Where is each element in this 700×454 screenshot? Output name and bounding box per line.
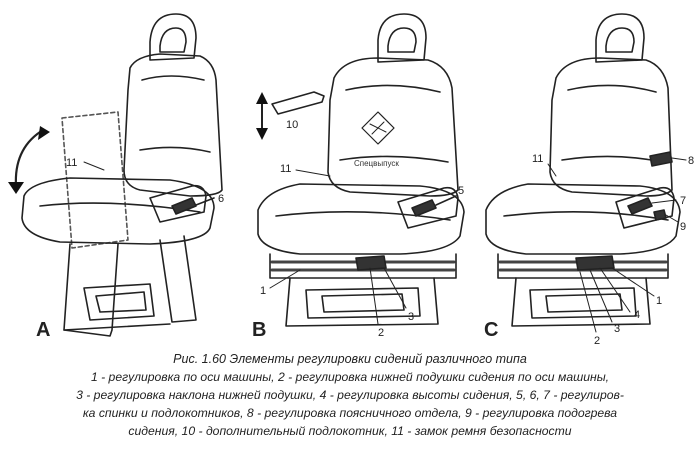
seat-a-recline-arrow xyxy=(14,130,42,188)
seat-c-headrest xyxy=(595,13,645,63)
seat-b-cushion xyxy=(257,183,465,255)
caption-line-3: ка спинки и подлокотников, 8 - регулиров… xyxy=(82,406,618,420)
seat-c-lever-7 xyxy=(627,197,653,215)
seat-c-heat-switch-9 xyxy=(653,209,667,221)
callout-b-2: 2 xyxy=(378,327,384,339)
seat-c xyxy=(485,13,687,333)
callout-c-3: 3 xyxy=(614,323,620,335)
callout-a-6: 6 xyxy=(218,193,224,205)
caption-line-1: 1 - регулировка по оси машины, 2 - регул… xyxy=(90,370,610,384)
callout-a-11: 11 xyxy=(66,157,77,169)
caption-line-4: сидения, 10 - дополнительный подлокотник… xyxy=(128,424,572,438)
callout-c-4: 4 xyxy=(634,309,640,321)
callout-b-10: 10 xyxy=(286,119,298,131)
panel-letter-b: B xyxy=(252,319,266,341)
callout-c-2: 2 xyxy=(594,335,600,347)
panel-letter-c: C xyxy=(484,319,498,341)
callout-c-7: 7 xyxy=(680,195,686,207)
seat-b-base xyxy=(285,277,439,327)
seat-b-badge-diamond xyxy=(361,111,395,145)
panel-letter-a: A xyxy=(36,319,50,341)
seat-c-armrest xyxy=(615,186,675,229)
seat-c-lumbar-knob-8 xyxy=(649,151,673,167)
seat-a xyxy=(8,13,223,337)
seat-c-handle xyxy=(575,255,615,271)
callout-c-9: 9 xyxy=(680,221,686,233)
seat-diagram: A B C 11 6 10 11 5 1 2 3 Спецвыпуск 11 8… xyxy=(8,13,694,347)
callout-c-11: 11 xyxy=(532,153,543,165)
callout-b-11: 11 xyxy=(280,163,291,175)
caption-line-2: 3 - регулировка наклона нижней подушки, … xyxy=(76,388,624,402)
callout-b-3: 3 xyxy=(408,311,414,323)
seat-b-headrest xyxy=(377,13,427,63)
seat-b xyxy=(256,13,465,327)
seat-b-badge-text: Спецвыпуск xyxy=(354,159,399,168)
seat-b-armrest xyxy=(397,186,459,229)
callout-c-1: 1 xyxy=(656,295,662,307)
callout-b-5: 5 xyxy=(458,185,464,197)
seat-c-backrest xyxy=(549,57,673,197)
seat-a-backrest xyxy=(123,53,223,197)
seat-a-base xyxy=(63,243,119,337)
seat-a-armrest xyxy=(149,184,207,223)
callout-c-8: 8 xyxy=(688,155,694,167)
seat-b-backrest xyxy=(327,57,459,197)
seat-b-extra-armrest xyxy=(271,91,325,115)
seat-c-base xyxy=(511,277,651,327)
seat-b-lever-5 xyxy=(411,199,437,217)
seat-a-lever-6 xyxy=(171,197,197,215)
seat-a-headrest xyxy=(149,13,197,61)
seat-c-suspension xyxy=(497,253,669,279)
callout-b-1: 1 xyxy=(260,285,266,297)
seat-a-cushion xyxy=(21,177,215,245)
seat-b-handle-2 xyxy=(355,255,387,271)
seat-c-cushion xyxy=(485,183,681,255)
seat-b-suspension xyxy=(269,253,457,279)
seat-a-reclined-outline xyxy=(61,111,129,249)
figure-caption-title: Рис. 1.60 Элементы регулировки сидений р… xyxy=(173,352,527,366)
